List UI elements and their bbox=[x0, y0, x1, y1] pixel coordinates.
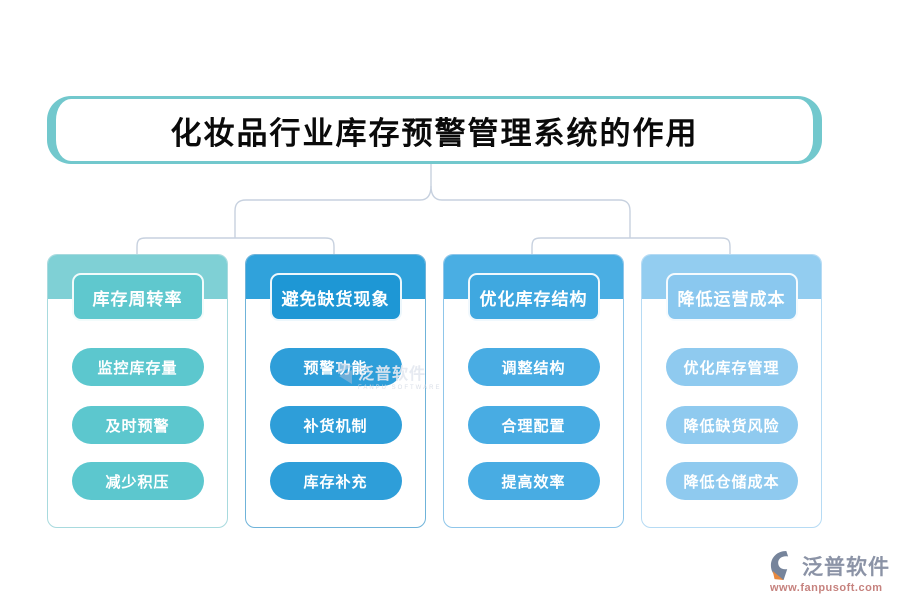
brand-name: 泛普软件 bbox=[802, 555, 890, 579]
column-card-avoid-stockout: 避免缺货现象 预警功能 补货机制 库存补充 bbox=[245, 254, 426, 528]
list-item: 优化库存管理 bbox=[665, 348, 798, 386]
list-item: 降低缺货风险 bbox=[665, 406, 798, 444]
column-card-reduce-cost: 降低运营成本 优化库存管理 降低缺货风险 降低仓储成本 bbox=[641, 254, 822, 528]
list-item-label: 监控库存量 bbox=[97, 359, 178, 377]
list-item-label: 调整结构 bbox=[501, 359, 566, 377]
column-header-label: 库存周转率 bbox=[92, 289, 183, 309]
fanpu-logo-icon bbox=[770, 551, 789, 580]
column-header-label: 降低运营成本 bbox=[677, 289, 786, 309]
list-item-label: 降低仓储成本 bbox=[683, 473, 780, 491]
list-item: 提高效率 bbox=[467, 462, 600, 500]
list-item: 降低仓储成本 bbox=[665, 462, 798, 500]
list-item-label: 减少积压 bbox=[105, 473, 170, 491]
page-title: 化妆品行业库存预警管理系统的作用 bbox=[170, 115, 699, 151]
list-item-label: 补货机制 bbox=[303, 417, 368, 435]
list-item: 调整结构 bbox=[467, 348, 600, 386]
list-item-label: 库存补充 bbox=[303, 473, 368, 491]
column-header: 避免缺货现象 bbox=[269, 273, 402, 321]
list-item: 减少积压 bbox=[71, 462, 204, 500]
list-item: 合理配置 bbox=[467, 406, 600, 444]
list-item: 预警功能 bbox=[269, 348, 402, 386]
list-item-label: 优化库存管理 bbox=[683, 359, 780, 377]
column-header: 库存周转率 bbox=[71, 273, 204, 321]
list-item-label: 及时预警 bbox=[105, 417, 170, 435]
column-card-optimize-structure: 优化库存结构 调整结构 合理配置 提高效率 bbox=[443, 254, 624, 528]
brand-url: www.fanpusoft.com bbox=[770, 582, 883, 594]
column-header: 降低运营成本 bbox=[665, 273, 798, 321]
list-item-label: 合理配置 bbox=[501, 417, 566, 435]
column-header-label: 优化库存结构 bbox=[479, 289, 588, 309]
column-card-inventory-turnover: 库存周转率 监控库存量 及时预警 减少积压 bbox=[47, 254, 228, 528]
column-header-label: 避免缺货现象 bbox=[281, 289, 390, 309]
list-item: 库存补充 bbox=[269, 462, 402, 500]
brand-logo: 泛普软件 www.fanpusoft.com bbox=[770, 550, 890, 594]
list-item: 及时预警 bbox=[71, 406, 204, 444]
list-item-label: 提高效率 bbox=[501, 473, 566, 491]
title-box: 化妆品行业库存预警管理系统的作用 bbox=[47, 96, 822, 164]
list-item-label: 预警功能 bbox=[303, 359, 368, 377]
list-item: 监控库存量 bbox=[71, 348, 204, 386]
column-header: 优化库存结构 bbox=[467, 273, 600, 321]
list-item-label: 降低缺货风险 bbox=[683, 417, 780, 435]
list-item: 补货机制 bbox=[269, 406, 402, 444]
